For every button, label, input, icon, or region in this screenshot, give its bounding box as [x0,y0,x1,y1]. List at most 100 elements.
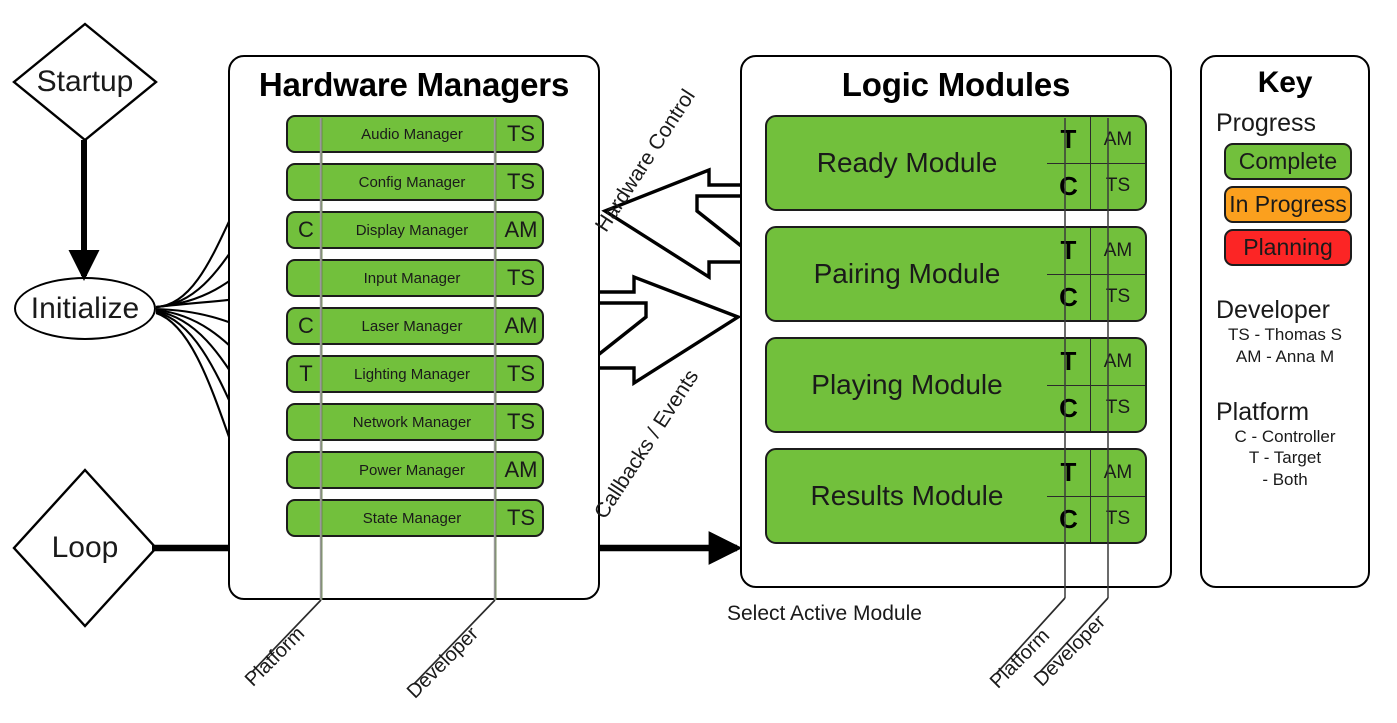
hardware-manager-name: Lighting Manager [354,365,470,383]
node-startup[interactable]: Startup [12,22,158,142]
key-developer-heading: Developer [1216,296,1330,324]
hardware-manager-name: Audio Manager [361,125,463,143]
key-platform-item: C - Controller [1234,426,1336,446]
logic-module-developer-top: AM [1103,461,1133,483]
hardware-manager-row[interactable]: State Manager TS [286,499,544,537]
hardware-manager-developer: TS [506,409,536,434]
hardware-manager-developer: TS [506,121,536,146]
logic-module-cell-top: T AM [1047,117,1145,164]
logic-module-cell-top: T AM [1047,228,1145,275]
hardware-manager-developer: AM [504,313,538,338]
logic-module-platform-top: T [1047,339,1091,385]
logic-module-cells: T AM C TS [1047,339,1145,431]
logic-module-row[interactable]: Playing Module T AM C TS [765,337,1147,433]
logic-module-platform-top: T [1047,228,1091,274]
hardware-manager-platform [288,117,324,151]
logic-modules-title: Logic Modules [841,66,1071,103]
hardware-manager-platform: C [298,313,314,338]
hardware-manager-developer: TS [506,265,536,290]
logic-module-cell-bottom: C TS [1047,496,1145,542]
diamond-shape [12,468,158,628]
label-hardware-control: Hardware Control [590,85,700,236]
hardware-manager-row[interactable]: C Display Manager AM [286,211,544,249]
hardware-manager-platform [288,405,324,439]
key-progress-label: In Progress [1229,191,1347,217]
node-initialize-label: Initialize [30,291,140,325]
logic-module-name: Results Module [810,480,1004,511]
logic-module-cell-top: T AM [1047,339,1145,386]
logic-module-row[interactable]: Results Module T AM C TS [765,448,1147,544]
logic-module-name: Pairing Module [813,258,1001,289]
logic-module-platform-bottom: C [1047,496,1091,542]
key-platform-item: T - Target [1248,448,1322,468]
key-progress-heading: Progress [1216,109,1317,137]
hardware-manager-name: Power Manager [359,461,465,479]
logic-module-developer-bottom: TS [1105,508,1131,530]
logic-module-developer-bottom: TS [1105,397,1131,419]
hardware-manager-name: Network Manager [352,413,472,431]
logic-module-cells: T AM C TS [1047,450,1145,542]
logic-module-developer-bottom: TS [1105,286,1131,308]
key-progress-swatch: Complete [1224,143,1352,180]
node-initialize[interactable]: Initialize [14,277,156,340]
node-startup-label: Startup [36,65,134,98]
hardware-manager-name: Laser Manager [361,317,463,335]
key-developer-list: TS - Thomas S AM - Anna M [1202,324,1368,368]
key-progress-label: Complete [1238,148,1338,174]
logic-module-developer-top: AM [1103,239,1133,261]
key-title: Key [1257,66,1313,99]
logic-module-cell-top: T AM [1047,450,1145,497]
hardware-manager-name: Display Manager [355,221,469,239]
arrow-callbacks-events [596,274,742,387]
key-progress-swatch: Planning [1224,229,1352,266]
label-callbacks-events: Callbacks / Events [589,365,704,523]
logic-module-platform-bottom: C [1047,163,1091,209]
hardware-manager-row[interactable]: Audio Manager TS [286,115,544,153]
hardware-manager-row[interactable]: C Laser Manager AM [286,307,544,345]
logic-module-cell-bottom: C TS [1047,385,1145,431]
logic-module-developer-top: AM [1103,350,1133,372]
key-developer-item: TS - Thomas S [1228,325,1342,344]
hardware-manager-platform [288,165,324,199]
hardware-manager-row[interactable]: Network Manager TS [286,403,544,441]
hardware-manager-platform: C [298,217,314,242]
hardware-manager-platform: T [299,361,313,386]
logic-module-platform-top: T [1047,450,1091,496]
node-loop-label: Loop [51,531,119,564]
hardware-manager-name: State Manager [362,509,462,527]
hardware-manager-platform [288,453,324,487]
hardware-manager-developer: TS [506,169,536,194]
hardware-manager-platform [288,261,324,295]
hardware-manager-developer: TS [506,505,536,530]
key-developer-item: AM - Anna M [1235,346,1335,366]
logic-module-developer-top: AM [1103,128,1133,150]
label-select-active-module: Select Active Module [727,602,922,625]
node-loop[interactable]: Loop [12,468,158,628]
logic-module-name: Playing Module [811,369,1003,400]
key-progress-swatch: In Progress [1224,186,1352,223]
logic-module-platform-top: T [1047,117,1091,163]
logic-module-name: Ready Module [816,147,998,178]
hardware-manager-developer: AM [504,217,538,242]
key-progress-label: Planning [1243,234,1333,260]
logic-module-platform-bottom: C [1047,385,1091,431]
